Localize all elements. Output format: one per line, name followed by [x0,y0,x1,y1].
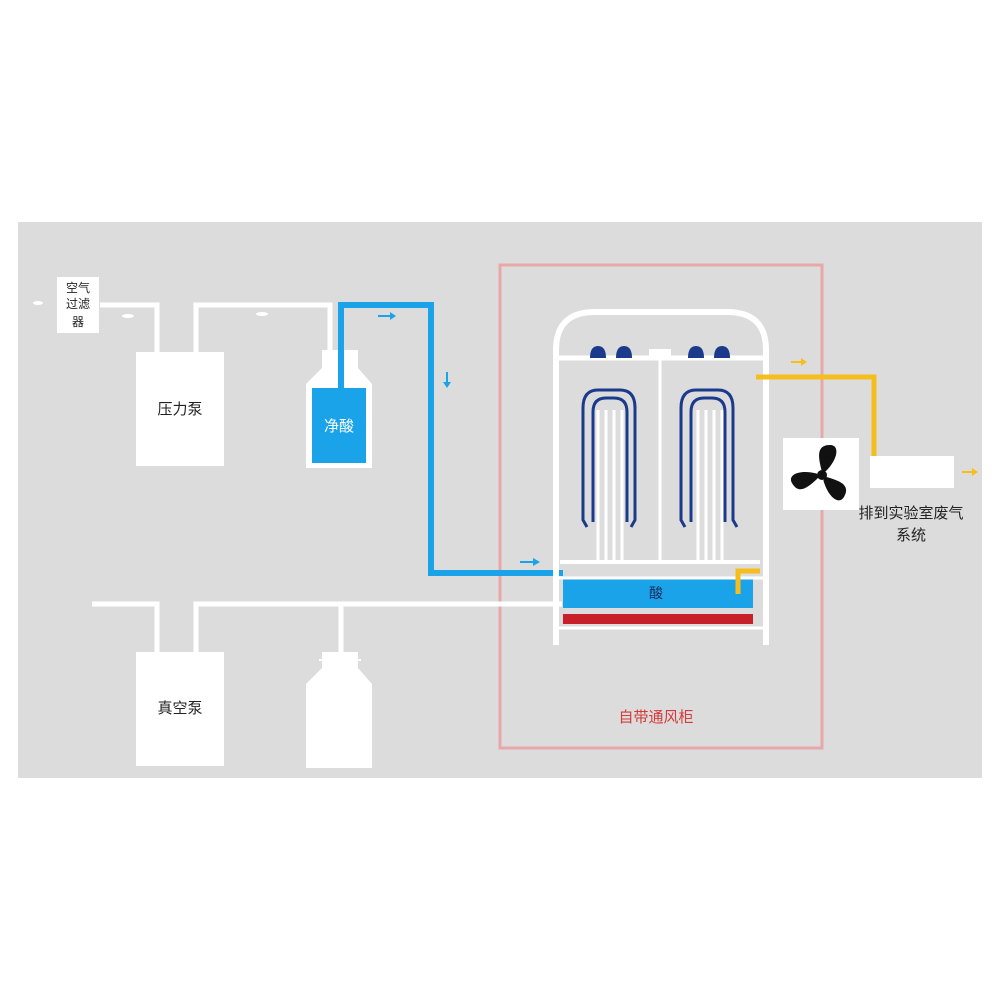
arrow-icon [443,372,451,388]
arrow-icon [378,312,396,320]
exhaust-system-label-line1: 排到实验室废气 [858,504,963,522]
vacuum-pump-label: 真空泵 [157,699,202,717]
vacuum-pump-box [136,652,224,766]
fan-icon [790,445,847,501]
coil-caps [590,346,730,358]
exhaust-pipes [735,374,877,594]
air-filter-label-line1: 空气 [66,280,90,295]
air-filter-box [57,277,99,333]
acid-label: 酸 [649,586,663,602]
arrow-icon [962,468,978,476]
white-pipes [92,302,562,652]
heater-plate [563,614,753,624]
distillation-unit [553,309,769,645]
arrow-icon [520,558,540,566]
pressure-pump-label: 压力泵 [157,400,202,418]
pipe-dash-marks [33,301,268,318]
air-filter-label-line2: 过滤 [66,297,90,311]
clean-acid-bottle [306,350,372,468]
clean-acid-label: 净酸 [324,417,354,435]
fume-hood-label: 自带通风柜 [618,708,693,726]
exhaust-duct [870,456,954,488]
condenser-coils [581,388,739,528]
waste-bottle [306,652,372,768]
exhaust-system-label-line2: 系统 [896,526,926,544]
arrow-icon [791,358,807,366]
acid-flow-arrows [378,312,540,566]
acid-feed-pipe [338,302,563,576]
air-filter-label-line3: 器 [72,315,84,329]
pressure-pump-box [136,352,224,466]
acid-reservoir [563,578,753,608]
